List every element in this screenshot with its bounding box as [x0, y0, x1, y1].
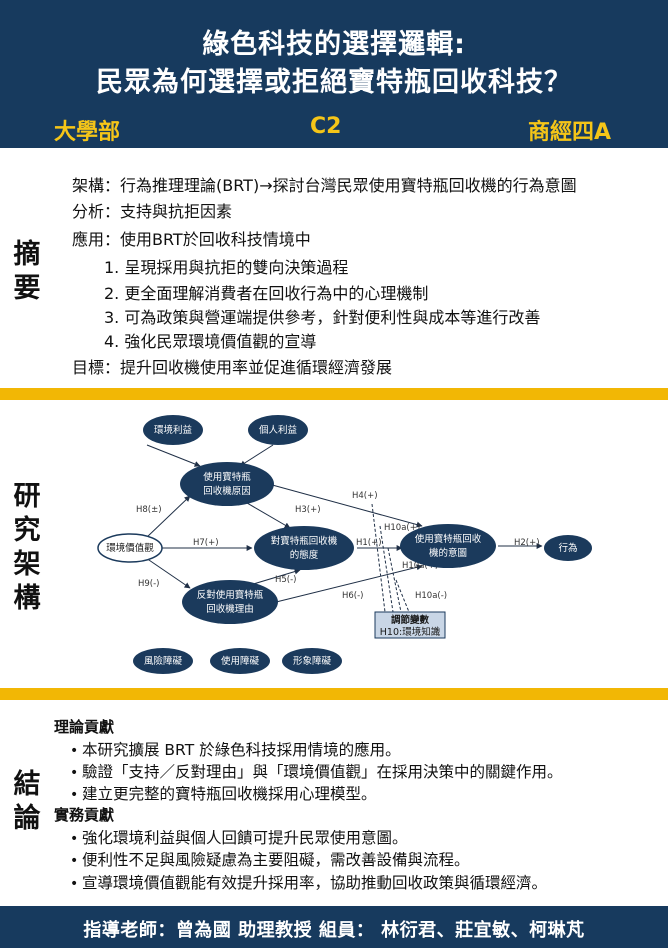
svg-text:回收機理由: 回收機理由 — [206, 603, 254, 615]
section-divider — [0, 688, 668, 700]
poster-title-line1: 綠色科技的選擇邏輯: — [202, 29, 466, 60]
edge-env-benefit — [146, 444, 201, 467]
svg-text:使用寶特瓶: 使用寶特瓶 — [203, 471, 251, 483]
svg-text:個人利益: 個人利益 — [259, 424, 298, 436]
node-reasons-against: 反對使用寶特瓶 回收機理由 — [182, 580, 278, 624]
abstract-label-char1: 摘 — [13, 239, 41, 270]
practice-item: •宣導環境價值觀能有效提升採用率，協助推動回收政策與循環經濟。 — [70, 874, 548, 892]
abstract-label: 摘 要 — [10, 238, 44, 306]
framework-label-char: 架 — [13, 549, 41, 580]
group-code: C2 — [310, 114, 342, 139]
svg-text:使用寶特瓶回收: 使用寶特瓶回收 — [415, 533, 482, 545]
svg-text:風險障礙: 風險障礙 — [144, 655, 183, 667]
svg-text:調節變數: 調節變數 — [391, 614, 430, 626]
svg-text:行為: 行為 — [558, 542, 577, 554]
svg-text:反對使用寶特瓶: 反對使用寶特瓶 — [197, 589, 264, 601]
svg-text:H10:環境知識: H10:環境知識 — [380, 626, 441, 638]
conclusion-label-char1: 結 — [13, 769, 41, 800]
edge-label-h10a-mid: H10a(+) — [402, 561, 438, 571]
svg-text:機的意圖: 機的意圖 — [429, 547, 467, 559]
edge-h4 — [264, 482, 423, 528]
section-divider — [0, 388, 668, 400]
abstract-analysis: 分析：支持與抗拒因素 — [72, 202, 233, 221]
theory-item: •建立更完整的寶特瓶回收機採用心理模型。 — [70, 785, 377, 803]
node-usage-barrier: 使用障礙 — [210, 648, 270, 674]
class-label: 商經四A — [528, 120, 612, 145]
framework-label: 研 究 架 構 — [10, 480, 44, 616]
edge-label-h3: H3(+) — [295, 505, 321, 515]
node-personal-benefit: 個人利益 — [248, 415, 308, 445]
edge-label-h10a-top: H10a(+) — [384, 523, 420, 533]
node-reasons-for: 使用寶特瓶 回收機原因 — [180, 462, 274, 506]
framework-label-char: 究 — [13, 515, 41, 546]
framework-label-char: 構 — [13, 583, 41, 614]
edge-label-h2: H2(+) — [514, 538, 540, 548]
research-framework-diagram: H8(±) H7(+) H9(-) H3(+) H4(+) H10a(+) H1… — [97, 415, 592, 674]
edge-label-h1: H1(+) — [356, 538, 382, 548]
svg-text:環境價值觀: 環境價值觀 — [106, 542, 154, 554]
node-behavior: 行為 — [544, 535, 592, 561]
svg-text:使用障礙: 使用障礙 — [221, 655, 260, 667]
svg-text:回收機原因: 回收機原因 — [203, 485, 251, 497]
conclusion-label-char2: 論 — [13, 803, 41, 834]
abstract-framework: 架構：行為推理理論(BRT)→探討台灣民眾使用寶特瓶回收機的行為意圖 — [72, 176, 577, 195]
edge-h9 — [145, 557, 191, 589]
svg-text:的態度: 的態度 — [290, 549, 319, 561]
edge-label-h5: H5(-) — [275, 575, 297, 585]
edge-label-h10a-neg: H10a(-) — [415, 591, 447, 601]
edge-label-h7: H7(+) — [193, 538, 219, 548]
svg-text:對寶特瓶回收機: 對寶特瓶回收機 — [271, 535, 338, 547]
footer-credits: 指導老師：曾為國 助理教授 組員： 林衍君、莊宜敏、柯琳芃 — [83, 920, 585, 941]
node-env-value: 環境價值觀 — [97, 533, 163, 563]
abstract-label-char2: 要 — [13, 273, 41, 304]
framework-label-char: 研 — [13, 481, 41, 512]
conclusion-label: 結 論 — [10, 768, 44, 836]
edge-h6 — [267, 564, 423, 605]
edge-personal-benefit — [239, 444, 274, 467]
edge-label-h6: H6(-) — [342, 591, 364, 601]
node-image-barrier: 形象障礙 — [282, 648, 342, 674]
node-env-benefit: 環境利益 — [143, 415, 203, 445]
poster-title-line2: 民眾為何選擇或拒絕寶特瓶回收科技？ — [96, 67, 572, 98]
abstract-item: 4. 強化民眾環境價值觀的宣導 — [104, 332, 317, 351]
abstract-item: 1. 呈現採用與抗拒的雙向決策過程 — [104, 258, 349, 277]
abstract-item: 2. 更全面理解消費者在回收行為中的心理機制 — [104, 284, 429, 303]
edge-h8 — [145, 495, 191, 539]
moderator-lines — [371, 503, 410, 613]
svg-text:形象障礙: 形象障礙 — [293, 655, 332, 667]
theory-heading: 理論貢獻 — [54, 718, 115, 736]
abstract-goal: 目標：提升回收機使用率並促進循環經濟發展 — [72, 358, 393, 377]
theory-item: •驗證「支持／反對理由」與「環境價值觀」在採用決策中的關鍵作用。 — [70, 763, 563, 781]
practice-item: •便利性不足與風險疑慮為主要阻礙，需改善設備與流程。 — [70, 851, 470, 869]
edge-label-h8: H8(±) — [136, 505, 162, 515]
theory-item: •本研究擴展 BRT 於綠色科技採用情境的應用。 — [70, 741, 401, 759]
node-attitude: 對寶特瓶回收機 的態度 — [254, 526, 354, 570]
svg-text:環境利益: 環境利益 — [154, 424, 193, 436]
node-intention: 使用寶特瓶回收 機的意圖 — [400, 524, 496, 568]
abstract-item: 3. 可為政策與營運端提供參考，針對便利性與成本等進行改善 — [104, 308, 541, 327]
practice-item: •強化環境利益與個人回饋可提升民眾使用意圖。 — [70, 829, 408, 847]
edge-label-h9: H9(-) — [138, 579, 160, 589]
node-risk-barrier: 風險障礙 — [133, 648, 193, 674]
edge-label-h4: H4(+) — [352, 491, 378, 501]
department-label: 大學部 — [54, 120, 121, 145]
header-banner: 綠色科技的選擇邏輯: 民眾為何選擇或拒絕寶特瓶回收科技？ 大學部 C2 商經四A — [0, 0, 668, 148]
footer-banner: 指導老師：曾為國 助理教授 組員： 林衍君、莊宜敏、柯琳芃 — [0, 906, 668, 948]
practice-heading: 實務貢獻 — [54, 806, 115, 824]
abstract-application: 應用：使用BRT於回收科技情境中 — [72, 230, 311, 249]
node-moderator: 調節變數 H10:環境知識 — [374, 611, 446, 639]
